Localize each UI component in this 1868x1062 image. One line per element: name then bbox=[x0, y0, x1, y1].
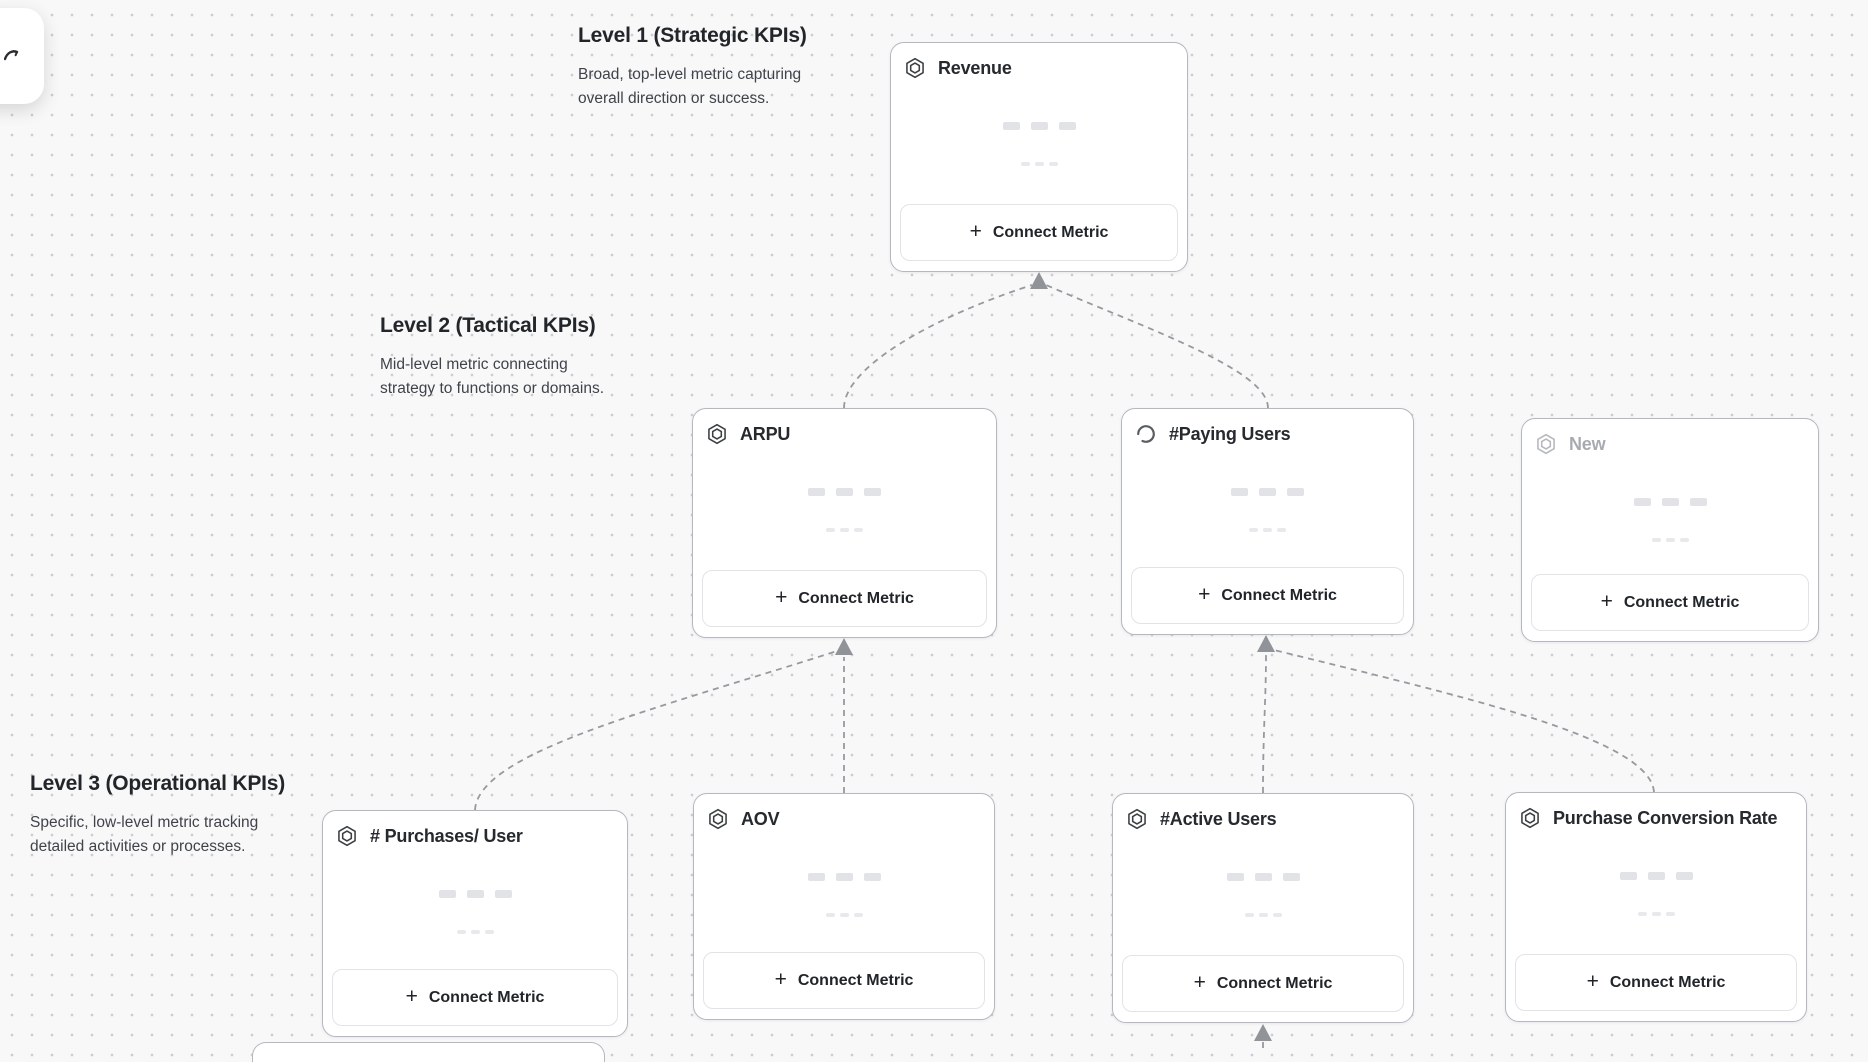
metric-card-header: Purchase Conversion Rate bbox=[1519, 807, 1794, 829]
connect-metric-label: Connect Metric bbox=[1609, 973, 1726, 991]
metric-hexagon-icon bbox=[707, 808, 729, 830]
skeleton-bars bbox=[1113, 873, 1413, 881]
connect-metric-button[interactable]: + Connect Metric bbox=[1122, 955, 1404, 1012]
arrowhead-into-revenue bbox=[1030, 272, 1048, 289]
metric-hexagon-icon bbox=[706, 423, 728, 445]
skeleton-bars bbox=[1506, 872, 1806, 880]
plus-icon: + bbox=[1586, 970, 1599, 993]
connect-metric-button[interactable]: + Connect Metric bbox=[1131, 567, 1404, 624]
connect-metric-button[interactable]: + Connect Metric bbox=[332, 969, 618, 1026]
section-level-2: Level 2 (Tactical KPIs) Mid-level metric… bbox=[380, 314, 604, 401]
section-level-3: Level 3 (Operational KPIs) Specific, low… bbox=[30, 772, 285, 859]
connector-purchases-to-arpu bbox=[474, 650, 838, 811]
metric-card-revenue[interactable]: Revenue + Connect Metric bbox=[890, 42, 1188, 272]
skeleton-dashes bbox=[694, 913, 994, 917]
metric-hexagon-icon bbox=[1126, 808, 1148, 830]
connect-metric-button[interactable]: + Connect Metric bbox=[703, 952, 985, 1009]
section-description: Broad, top-level metric capturing overal… bbox=[578, 66, 802, 107]
metric-card-title: AOV bbox=[741, 808, 780, 829]
metric-card-purchase-conversion-rate[interactable]: Purchase Conversion Rate + Connect Metri… bbox=[1505, 792, 1807, 1022]
connect-metric-button[interactable]: + Connect Metric bbox=[900, 204, 1178, 261]
arrowhead-into-active-users bbox=[1254, 1024, 1272, 1041]
connect-metric-label: Connect Metric bbox=[992, 223, 1109, 241]
metric-card-title: # Purchases/ User bbox=[370, 825, 523, 846]
metric-card-title: #Paying Users bbox=[1169, 423, 1291, 444]
metric-card-new[interactable]: New + Connect Metric bbox=[1521, 418, 1819, 642]
skeleton-bars bbox=[323, 890, 627, 898]
arrowhead-into-paying-users bbox=[1257, 635, 1275, 652]
connect-metric-button[interactable]: + Connect Metric bbox=[1531, 574, 1809, 631]
skeleton-dashes bbox=[693, 528, 996, 532]
plus-icon: + bbox=[1198, 583, 1211, 606]
metric-hexagon-icon bbox=[904, 57, 926, 79]
connect-metric-label: Connect Metric bbox=[1216, 974, 1333, 992]
skeleton-dashes bbox=[891, 162, 1187, 166]
connect-metric-button[interactable]: + Connect Metric bbox=[1515, 954, 1797, 1011]
skeleton-bars bbox=[693, 488, 996, 496]
skeleton-dashes bbox=[1522, 538, 1818, 542]
skeleton-bars bbox=[891, 122, 1187, 130]
section-title: Level 1 (Strategic KPIs) bbox=[578, 24, 807, 47]
plus-icon: + bbox=[775, 586, 788, 609]
metric-hexagon-icon bbox=[336, 825, 358, 847]
metric-card-title: ARPU bbox=[740, 423, 791, 444]
metric-card-header: New bbox=[1535, 433, 1806, 455]
skeleton-dashes bbox=[1122, 528, 1413, 532]
plus-icon: + bbox=[774, 968, 787, 991]
connect-metric-label: Connect Metric bbox=[797, 971, 914, 989]
connect-metric-button[interactable]: + Connect Metric bbox=[702, 570, 987, 627]
plus-icon: + bbox=[1600, 590, 1613, 613]
skeleton-dashes bbox=[1113, 913, 1413, 917]
connect-metric-label: Connect Metric bbox=[798, 589, 914, 607]
metric-card-header: #Active Users bbox=[1126, 808, 1401, 830]
connector-active-users-to-paying-users bbox=[1262, 653, 1267, 794]
metric-hexagon-icon bbox=[1519, 807, 1541, 829]
metric-card-title: Purchase Conversion Rate bbox=[1553, 807, 1778, 828]
section-title: Level 3 (Operational KPIs) bbox=[30, 772, 286, 795]
draw-tool-icon[interactable] bbox=[3, 46, 20, 62]
metric-card-header: # Purchases/ User bbox=[336, 825, 615, 847]
plus-icon: + bbox=[1193, 971, 1206, 994]
metric-hexagon-icon bbox=[1535, 433, 1557, 455]
plus-icon: + bbox=[405, 985, 418, 1008]
metric-card-purchases-per-user[interactable]: # Purchases/ User + Connect Metric bbox=[322, 810, 628, 1037]
skeleton-dashes bbox=[1506, 912, 1806, 916]
connector-arpu-to-revenue bbox=[843, 284, 1033, 409]
loading-spinner-icon bbox=[1135, 423, 1157, 445]
arrowhead-into-arpu bbox=[835, 638, 853, 655]
metric-card-paying-users[interactable]: #Paying Users + Connect Metric bbox=[1121, 408, 1414, 635]
metric-card-title: #Active Users bbox=[1160, 808, 1277, 829]
section-level-1: Level 1 (Strategic KPIs) Broad, top-leve… bbox=[578, 24, 807, 111]
connect-metric-label: Connect Metric bbox=[428, 988, 545, 1006]
metric-card-title: Revenue bbox=[938, 57, 1012, 78]
connect-metric-label: Connect Metric bbox=[1623, 593, 1740, 611]
connect-metric-label: Connect Metric bbox=[1221, 586, 1337, 604]
section-description: Mid-level metric connecting strategy to … bbox=[380, 356, 605, 397]
skeleton-dashes bbox=[323, 930, 627, 934]
metric-card-header: Revenue bbox=[904, 57, 1175, 79]
skeleton-bars bbox=[1522, 498, 1818, 506]
metric-card-aov[interactable]: AOV + Connect Metric bbox=[693, 793, 995, 1020]
section-description: Specific, low-level metric tracking deta… bbox=[30, 814, 259, 855]
metric-card-active-users[interactable]: #Active Users + Connect Metric bbox=[1112, 793, 1414, 1023]
connector-paying-users-to-revenue bbox=[1045, 284, 1269, 409]
skeleton-bars bbox=[1122, 488, 1413, 496]
section-title: Level 2 (Tactical KPIs) bbox=[380, 314, 596, 337]
plus-icon: + bbox=[969, 220, 982, 243]
floating-tool-panel[interactable] bbox=[0, 8, 44, 104]
metric-card-header: #Paying Users bbox=[1135, 423, 1401, 445]
metric-card-header: ARPU bbox=[706, 423, 984, 445]
metric-card-partial-bottom[interactable] bbox=[252, 1042, 605, 1062]
skeleton-bars bbox=[694, 873, 994, 881]
metric-card-arpu[interactable]: ARPU + Connect Metric bbox=[692, 408, 997, 638]
connector-conversion-rate-to-paying-users bbox=[1273, 649, 1655, 793]
metric-card-title: New bbox=[1569, 433, 1606, 454]
metric-card-header: AOV bbox=[707, 808, 982, 830]
